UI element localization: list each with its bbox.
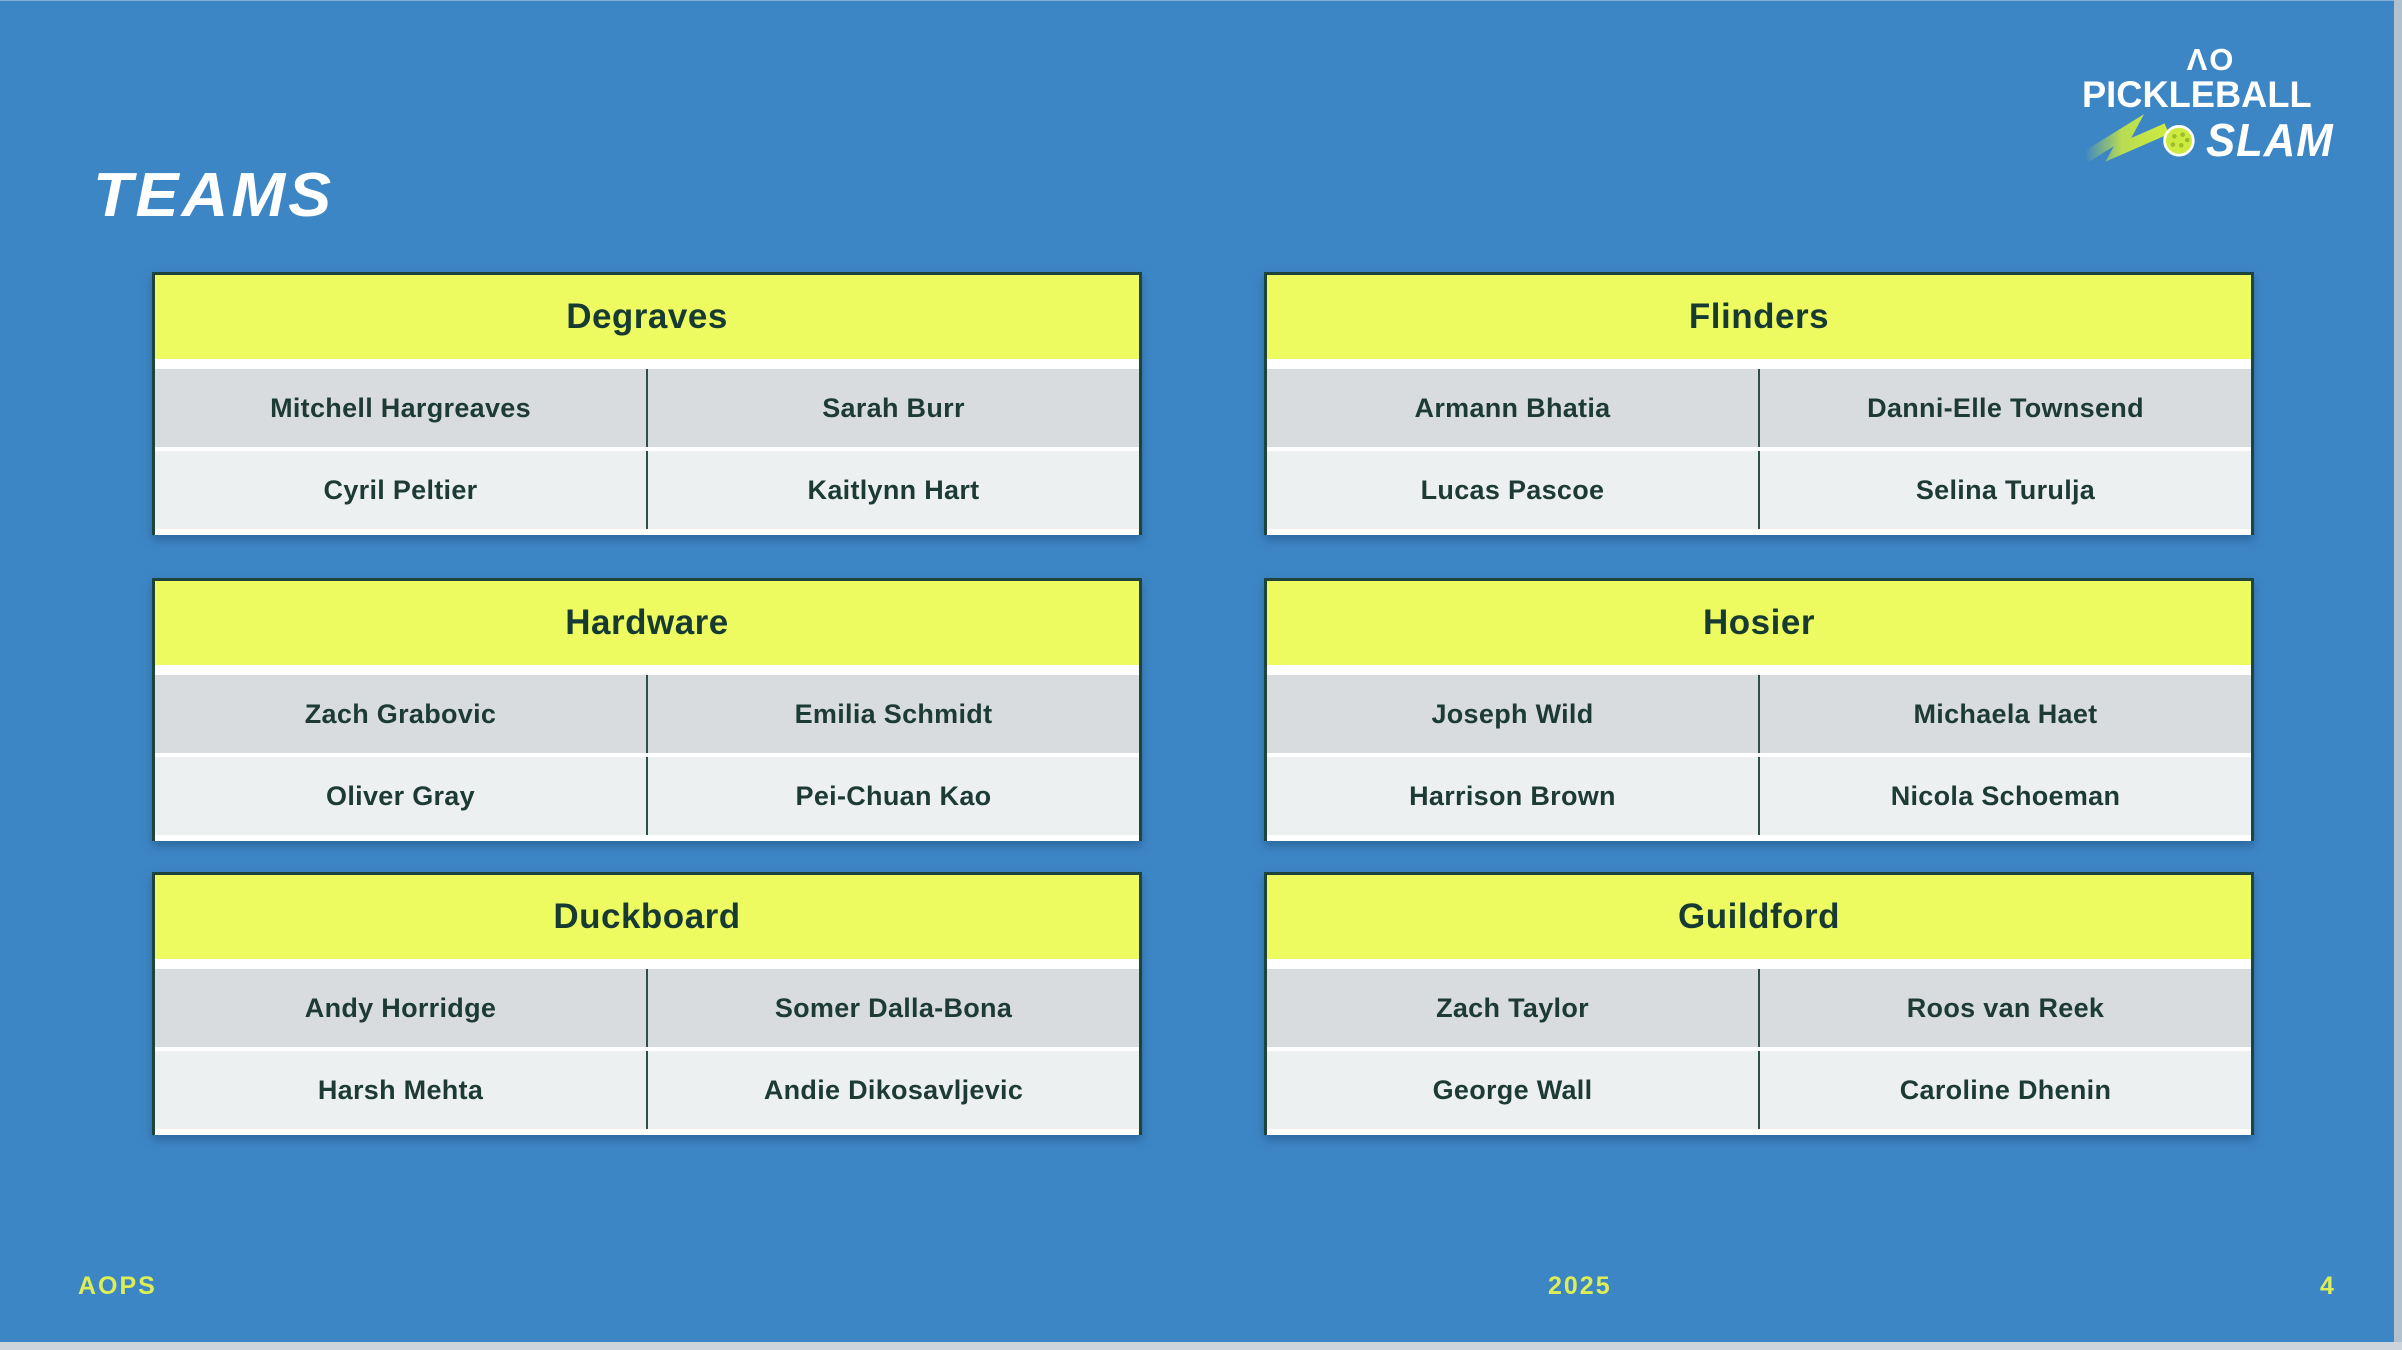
table-row: Joseph Wild Michaela Haet [1267,675,2251,753]
player-name: Zach Taylor [1436,992,1589,1023]
player-name: Andy Horridge [304,992,497,1023]
player-name: Cyril Peltier [323,474,478,505]
team-name-header: Hardware [155,581,1139,665]
team-name-header: Duckboard [155,875,1139,959]
header-gap [155,665,1139,675]
ao-pickleball-slam-logo: ΛO PICKLEBALL SLAM [2082,44,2340,171]
table-row: Harrison Brown Nicola Schoeman [1267,757,2251,835]
logo-slam-text: SLAM [2205,113,2334,166]
team-name-header: Hosier [1267,581,2251,665]
header-gap [1267,959,2251,969]
lightning-bolt-icon [2082,114,2195,163]
player-name: Andie Dikosavljevic [646,1051,1139,1129]
logo-pickleball-text: PICKLEBALL [2082,74,2312,115]
player-name: Danni-Elle Townsend [1758,369,2251,447]
player-name: Caroline Dhenin [1758,1051,2251,1129]
table-row: Zach Grabovic Emilia Schmidt [155,675,1139,753]
player-name: Sarah Burr [646,369,1139,447]
team-table-hardware: Hardware Zach Grabovic Emilia Schmidt Ol… [152,578,1142,841]
pickleball-icon [2163,124,2195,157]
row-gap [155,1047,1139,1051]
team-table-guildford: Guildford Zach Taylor Roos van Reek Geor… [1264,872,2254,1135]
team-table-duckboard: Duckboard Andy Horridge Somer Dalla-Bona… [152,872,1142,1135]
player-name: Somer Dalla-Bona [646,969,1139,1047]
row-gap [1267,1047,2251,1051]
header-gap [155,359,1139,369]
player-name: Harsh Mehta [317,1074,484,1105]
ao-logo-icon: ΛO [2186,42,2236,77]
team-name-header: Guildford [1267,875,2251,959]
player-name: Pei-Chuan Kao [646,757,1139,835]
player-name: Selina Turulja [1758,451,2251,529]
player-name: Armann Bhatia [1414,392,1611,423]
table-row: Lucas Pascoe Selina Turulja [1267,451,2251,529]
player-name: Emilia Schmidt [646,675,1139,753]
table-row: Mitchell Hargreaves Sarah Burr [155,369,1139,447]
player-name: Harrison Brown [1409,780,1616,811]
header-gap [155,959,1139,969]
row-gap [1267,447,2251,451]
footer-brand-text: AOPS [78,1272,157,1300]
table-row: Armann Bhatia Danni-Elle Townsend [1267,369,2251,447]
table-row: Andy Horridge Somer Dalla-Bona [155,969,1139,1047]
player-name: Nicola Schoeman [1758,757,2251,835]
team-table-degraves: Degraves Mitchell Hargreaves Sarah Burr … [152,272,1142,535]
row-gap [1267,753,2251,757]
player-name: Zach Grabovic [304,698,497,729]
team-table-flinders: Flinders Armann Bhatia Danni-Elle Townse… [1264,272,2254,535]
vertical-scrollbar[interactable] [2394,0,2402,1350]
team-table-hosier: Hosier Joseph Wild Michaela Haet Harriso… [1264,578,2254,841]
top-edge-hairline [0,0,2402,1]
table-row: Harsh Mehta Andie Dikosavljevic [155,1051,1139,1129]
horizontal-scrollbar[interactable] [0,1342,2402,1350]
player-name: Roos van Reek [1758,969,2251,1047]
row-gap [155,447,1139,451]
player-name: Oliver Gray [326,780,475,811]
player-name: Mitchell Hargreaves [270,392,531,423]
row-gap [155,753,1139,757]
team-name-header: Flinders [1267,275,2251,359]
player-name: Lucas Pascoe [1420,474,1605,505]
player-name: George Wall [1432,1074,1593,1105]
team-name-header: Degraves [155,275,1139,359]
table-row: Oliver Gray Pei-Chuan Kao [155,757,1139,835]
page-title: TEAMS [93,160,335,230]
table-row: George Wall Caroline Dhenin [1267,1051,2251,1129]
table-row: Zach Taylor Roos van Reek [1267,969,2251,1047]
player-name: Michaela Haet [1758,675,2251,753]
table-row: Cyril Peltier Kaitlynn Hart [155,451,1139,529]
header-gap [1267,665,2251,675]
page-number: 4 [2320,1272,2336,1300]
header-gap [1267,359,2251,369]
player-name: Kaitlynn Hart [646,451,1139,529]
footer-year-text: 2025 [1548,1272,1612,1300]
player-name: Joseph Wild [1431,698,1594,729]
